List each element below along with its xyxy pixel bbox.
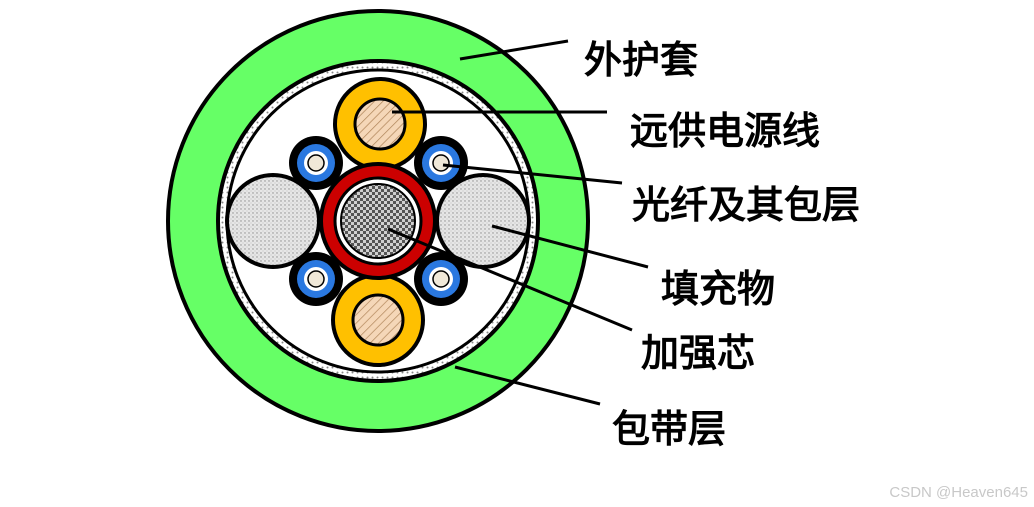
label-tape-layer: 包带层	[612, 407, 726, 451]
fiber-bottom-right	[414, 252, 468, 306]
label-outer-sheath: 外护套	[584, 38, 698, 82]
fiber-top-left	[289, 136, 343, 190]
leader-filler	[491, 224, 649, 269]
watermark: CSDN @Heaven645	[889, 484, 1028, 501]
label-filler: 填充物	[661, 267, 775, 311]
leader-fiber	[442, 163, 623, 185]
filler-left	[225, 173, 321, 269]
leader-outer-sheath	[459, 39, 569, 61]
label-strength-core: 加强芯	[641, 331, 755, 375]
power-line-top	[333, 77, 427, 171]
leader-tape-layer	[454, 365, 601, 406]
label-power-line: 远供电源线	[630, 109, 820, 153]
filler-right	[435, 173, 531, 269]
power-line-bottom	[331, 273, 425, 367]
fiber-bottom-left	[289, 252, 343, 306]
label-fiber: 光纤及其包层	[632, 183, 860, 227]
strength-core	[319, 162, 437, 280]
leader-lines	[387, 39, 649, 406]
fiber-top-right	[414, 136, 468, 190]
leader-strength-core	[387, 227, 633, 332]
